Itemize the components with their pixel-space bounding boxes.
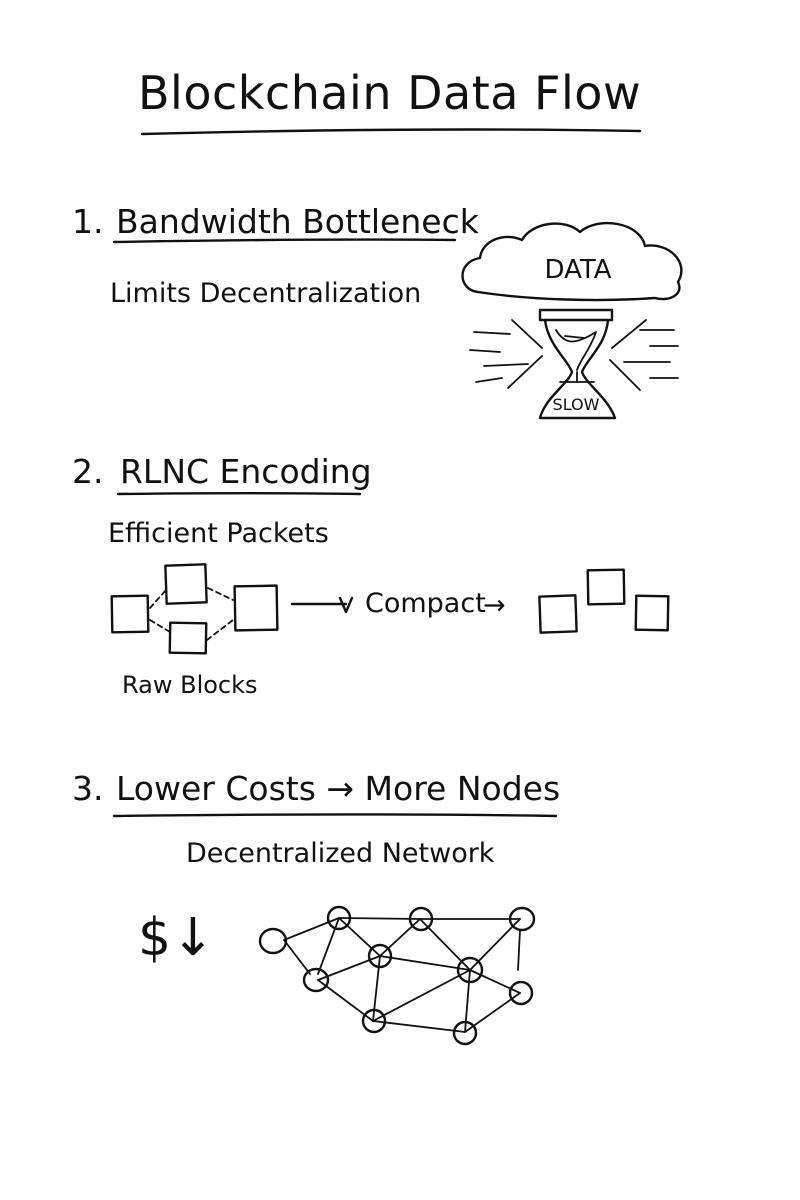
hourglass-icon [538, 308, 617, 420]
section-1-underline [112, 238, 457, 244]
cloud-label: DATA [545, 255, 612, 285]
hourglass-label: SLOW [553, 395, 600, 414]
section-3-underline [112, 813, 558, 818]
section-2-number: 2. [72, 452, 104, 491]
section-1-number: 1. [72, 202, 104, 241]
section-3-subtitle: Decentralized Network [186, 838, 495, 869]
cost-down-symbol: $↓ [138, 908, 215, 968]
section-2-subtitle: Efficient Packets [108, 518, 329, 549]
section-3-heading: Lower Costs → More Nodes [116, 769, 561, 808]
section-2-underline [116, 492, 362, 496]
compact-arrow: → [483, 590, 506, 621]
speed-lines-right-icon [609, 319, 679, 391]
down-arrow-icon [290, 596, 354, 614]
raw-blocks-icon [110, 563, 279, 655]
title-underline [140, 128, 642, 136]
section-1-heading: Bandwidth Bottleneck [116, 202, 479, 241]
compact-label: Compact [365, 588, 486, 619]
speed-lines-left-icon [469, 319, 543, 389]
network-graph-icon [258, 905, 536, 1046]
page-title: Blockchain Data Flow [138, 66, 642, 120]
section-3-number: 3. [72, 769, 104, 808]
compact-blocks-icon [538, 568, 670, 634]
cloud-icon [461, 221, 683, 302]
section-1-subtitle: Limits Decentralization [110, 278, 422, 309]
section-2-heading: RLNC Encoding [120, 452, 372, 491]
raw-blocks-label: Raw Blocks [122, 671, 258, 699]
